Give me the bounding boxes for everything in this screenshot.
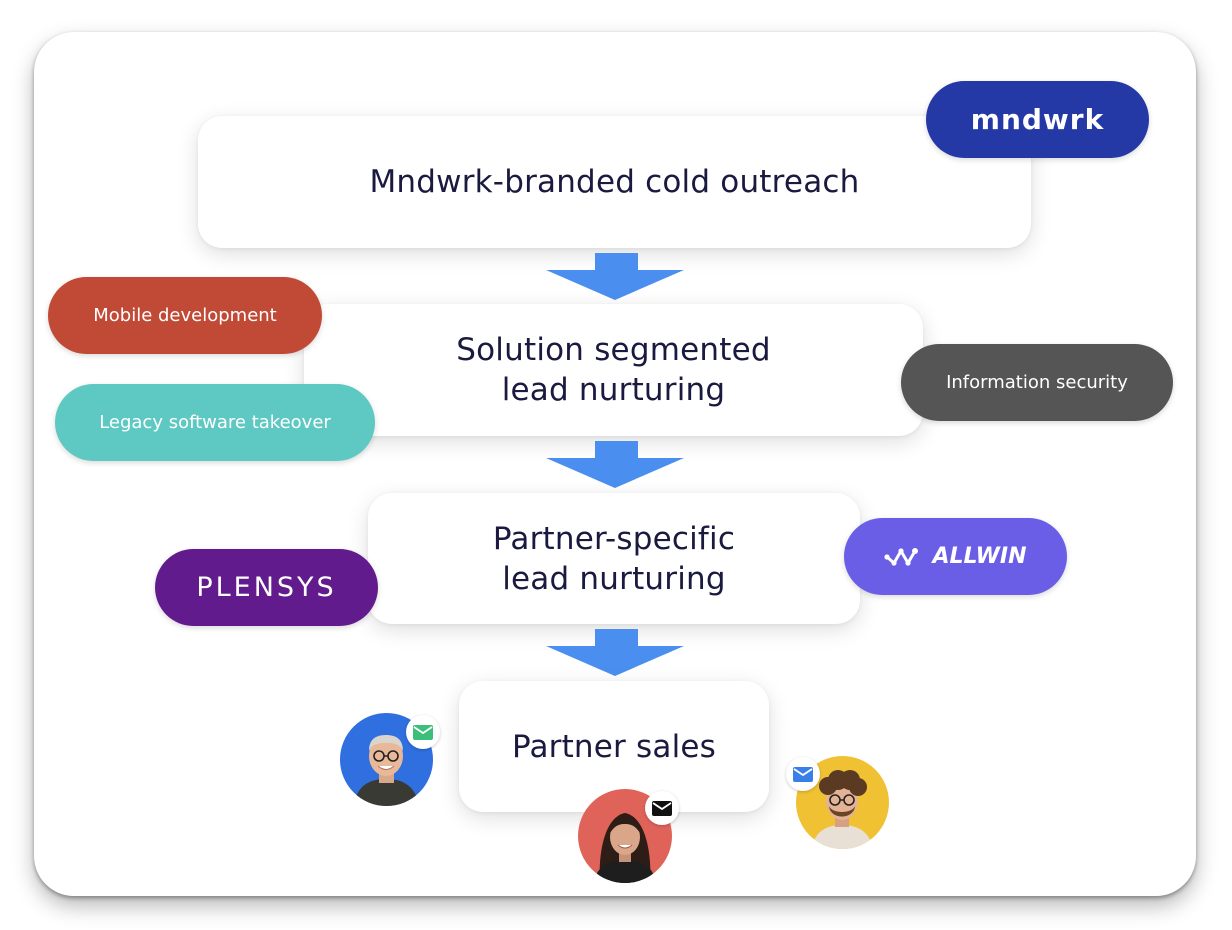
email-badge	[786, 757, 820, 791]
tag-mobile-development: Mobile development	[48, 277, 322, 354]
tag-legacy-software: Legacy software takeover	[55, 384, 375, 461]
step-solution-segmented-line2: lead nurturing	[501, 372, 726, 408]
email-badge	[645, 791, 679, 825]
allwin-mark-icon	[884, 547, 919, 566]
email-badge	[406, 715, 440, 749]
person-icon	[354, 735, 419, 806]
plensys-logo-text: PLENSYS	[196, 572, 337, 603]
step-solution-segmented: Solution segmented lead nurturing	[304, 304, 923, 436]
tag-information-security-label: Information security	[946, 372, 1128, 393]
tag-legacy-software-label: Legacy software takeover	[99, 412, 331, 433]
avatar-woman	[578, 789, 672, 883]
allwin-logo: ALLWIN	[844, 518, 1067, 595]
step-partner-sales-label: Partner sales	[511, 728, 717, 765]
mail-icon	[413, 724, 433, 740]
step-partner-specific-line1: Partner-specific	[492, 520, 736, 557]
mndwrk-logo-text: mndwrk	[970, 103, 1105, 136]
step-partner-specific-line2: lead nurturing	[502, 560, 726, 597]
allwin-logo-text: ALLWIN	[932, 544, 1027, 569]
arrow-down-icon	[546, 441, 684, 488]
step-cold-outreach-label: Mndwrk-branded cold outreach	[369, 164, 860, 200]
arrow-down-icon	[546, 253, 684, 300]
mndwrk-logo: mndwrk	[926, 81, 1149, 158]
step-solution-segmented-line1: Solution segmented	[456, 332, 771, 368]
step-cold-outreach: Mndwrk-branded cold outreach	[198, 116, 1031, 248]
step-partner-specific: Partner-specific lead nurturing	[368, 493, 860, 624]
tag-information-security: Information security	[901, 344, 1173, 421]
plensys-logo: PLENSYS	[155, 549, 378, 626]
arrow-down-icon	[546, 629, 684, 676]
person-icon	[812, 770, 873, 849]
mail-icon	[652, 800, 672, 816]
tag-mobile-development-label: Mobile development	[93, 305, 277, 326]
person-icon	[594, 813, 656, 883]
mail-icon	[793, 766, 813, 782]
